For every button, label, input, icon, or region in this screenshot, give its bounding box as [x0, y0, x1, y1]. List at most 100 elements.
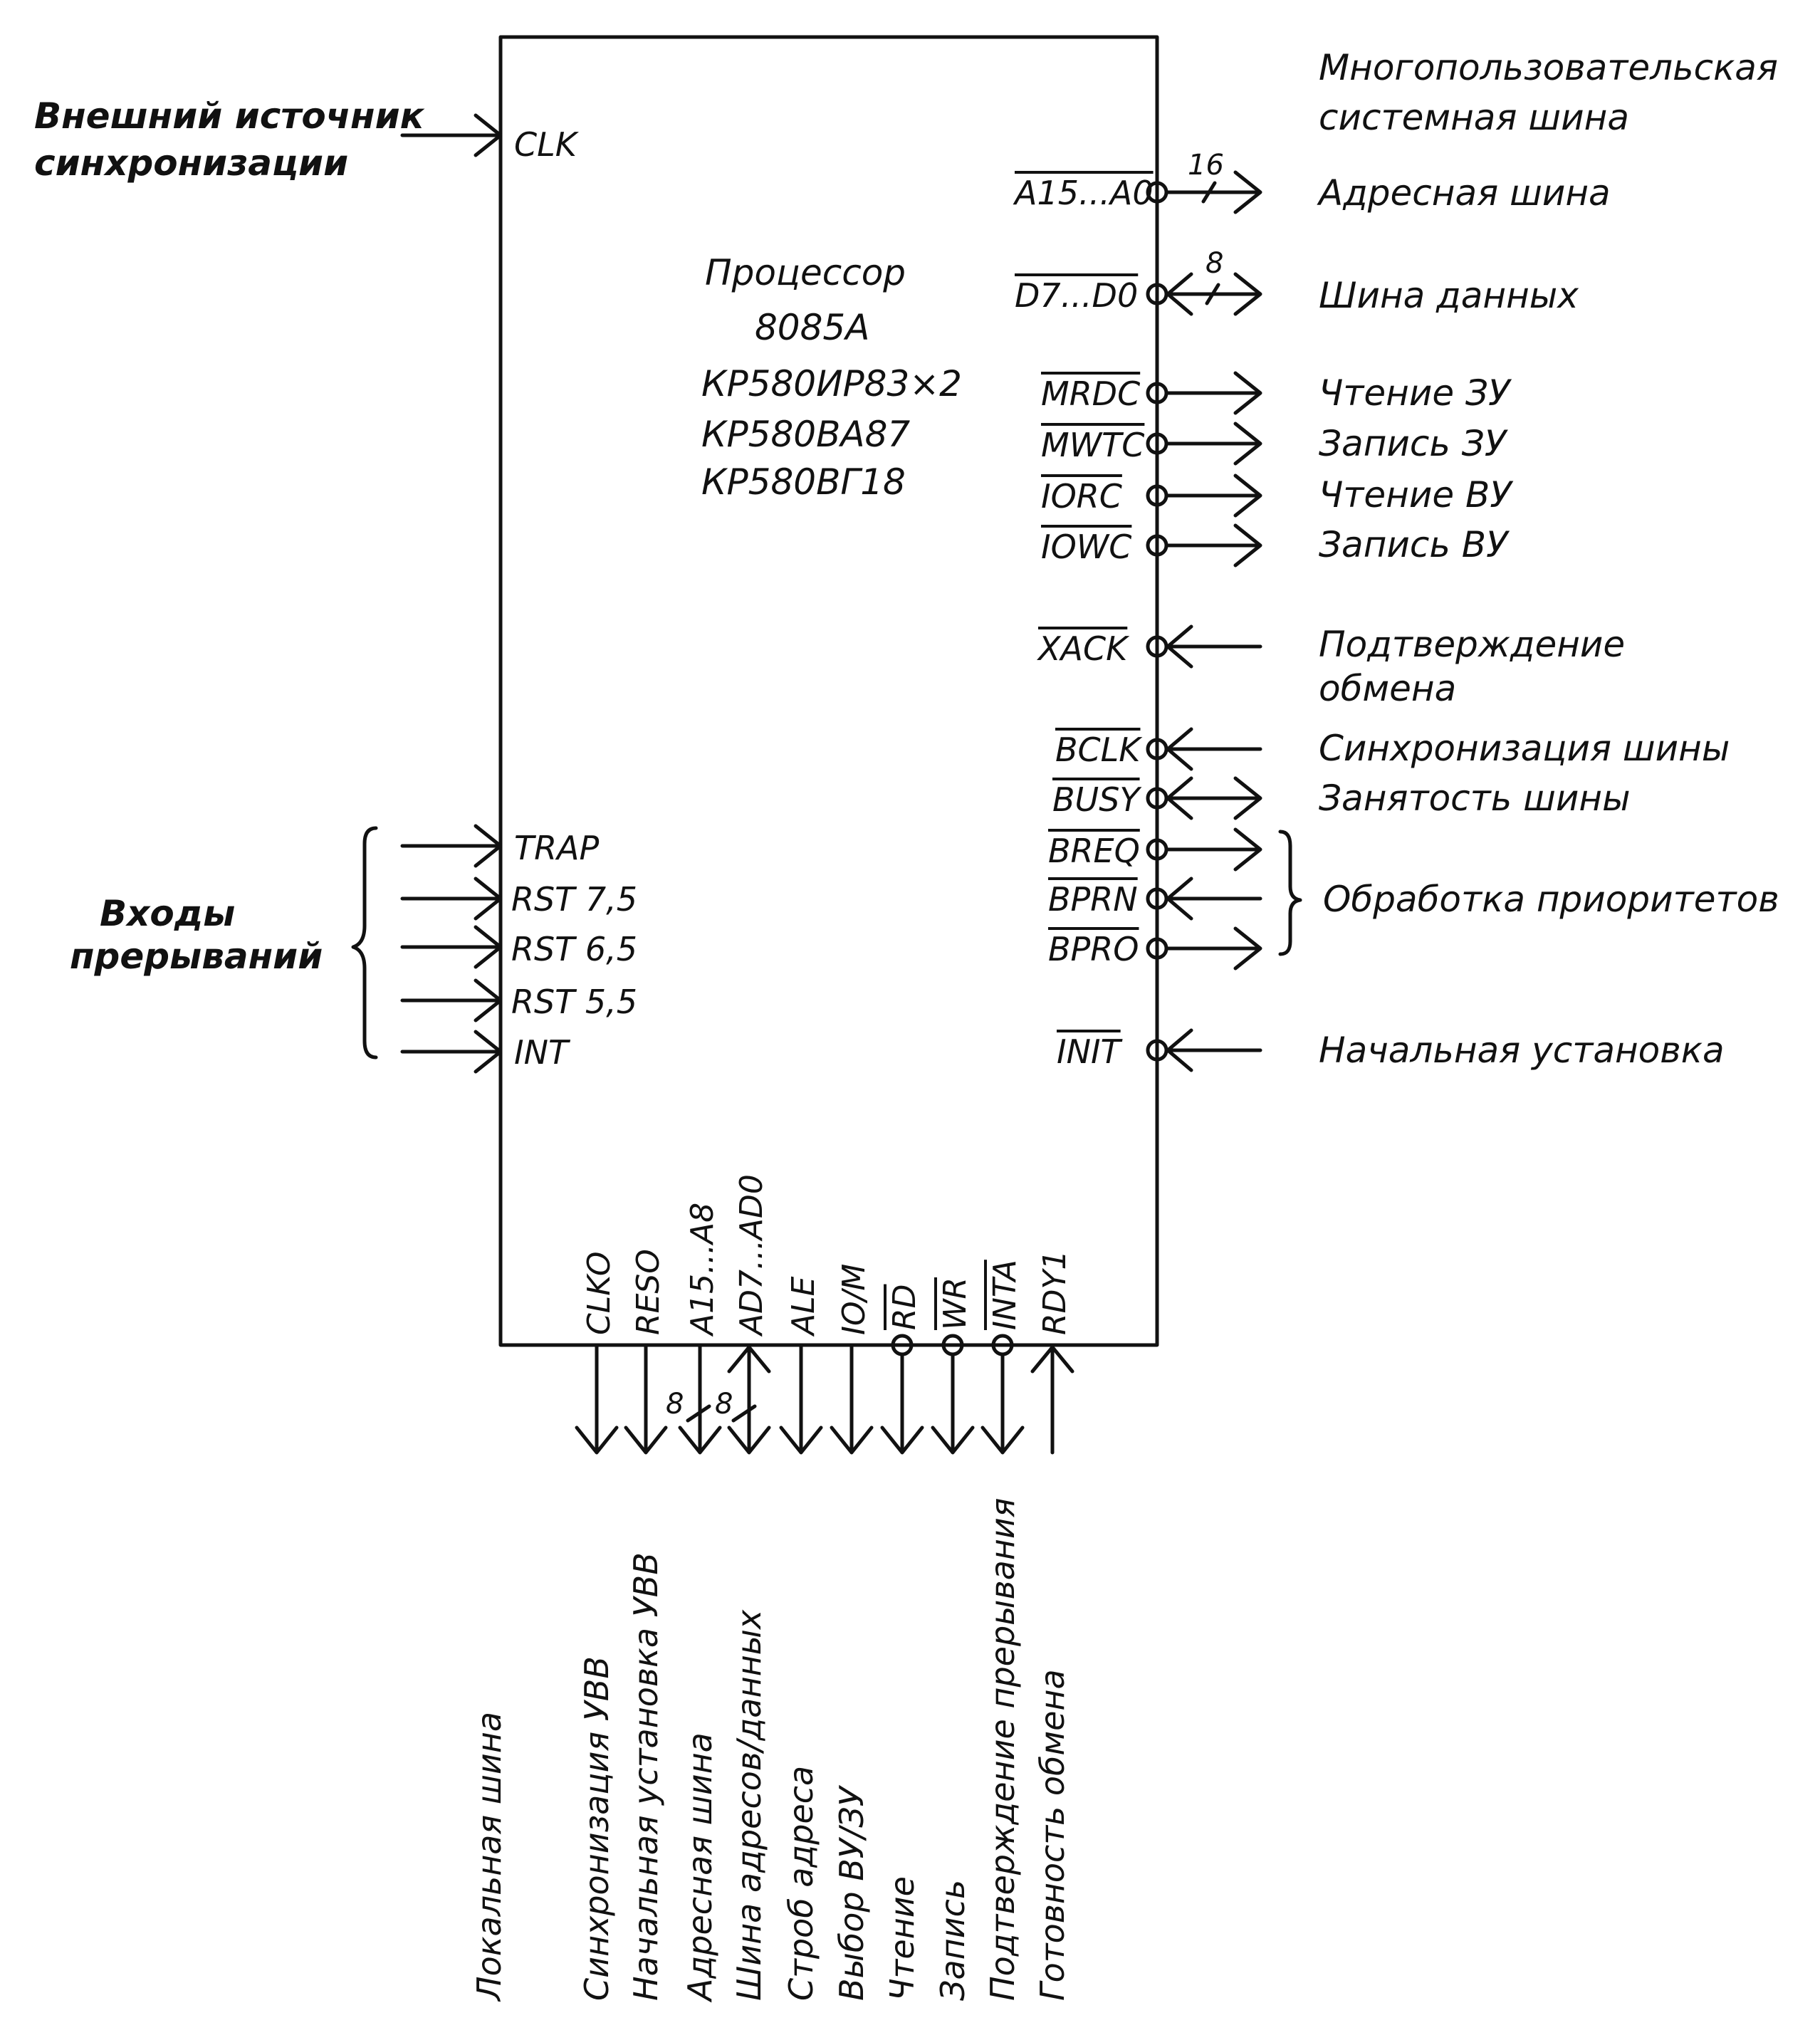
- address-bus-arrow: [1164, 170, 1262, 214]
- xack-label-2: обмена: [1319, 668, 1457, 709]
- breq-pin-label: BREQ: [1048, 832, 1140, 870]
- xack-label-1: Подтверждение: [1319, 624, 1626, 665]
- ale-label: Строб адреса: [782, 1765, 820, 2001]
- inta-pin-label: INTA: [987, 1260, 1023, 1330]
- int-arrow: [400, 1030, 503, 1074]
- iorc-label: Чтение ВУ: [1319, 474, 1512, 516]
- clko-pin-label: CLKO: [581, 1251, 617, 1335]
- processor-box: [498, 35, 1159, 1347]
- rst55-arrow: [400, 978, 503, 1022]
- bclk-pin-label: BCLK: [1055, 731, 1141, 769]
- inta-arrow: [980, 1352, 1025, 1455]
- mwtc-arrow: [1164, 422, 1262, 466]
- a15-a0-pin-label: A15...A0: [1015, 174, 1154, 212]
- io-m-pin-label: IO/M: [836, 1263, 872, 1335]
- a15-a8-arrow: [678, 1343, 722, 1455]
- clko-label: Синхронизация УВВ: [577, 1656, 616, 2001]
- iowc-label: Запись ВУ: [1319, 524, 1508, 565]
- data-width: 8: [1206, 247, 1224, 280]
- rdy1-pin-label: RDY1: [1037, 1250, 1073, 1335]
- reso-pin-label: RESO: [630, 1249, 666, 1335]
- io-m-arrow: [830, 1343, 874, 1455]
- rst65-pin-label: RST 6,5: [511, 930, 638, 968]
- clko-arrow: [575, 1343, 619, 1455]
- xack-pin-label: XACK: [1038, 629, 1128, 668]
- clk-pin-label: CLK: [514, 125, 577, 164]
- priority-label: Обработка приоритетов: [1323, 879, 1779, 920]
- processor-model: 8085A: [755, 307, 870, 348]
- priority-brace: [1278, 830, 1302, 956]
- local-bus-label: Локальная шина: [470, 1711, 508, 2001]
- d7-d0-pin-label: D7...D0: [1015, 276, 1139, 315]
- a15-a8-width: 8: [666, 1388, 684, 1421]
- ale-pin-label: ALE: [785, 1276, 822, 1335]
- reso-arrow: [624, 1343, 668, 1455]
- interrupts-label-1: Входы: [100, 893, 236, 934]
- ad7-ad0-arrow: [727, 1343, 771, 1455]
- rst65-arrow: [400, 925, 503, 969]
- bpro-arrow: [1164, 926, 1262, 971]
- mwtc-label: Запись ЗУ: [1319, 423, 1507, 464]
- clock-source-label-2: синхронизации: [34, 142, 349, 184]
- ale-arrow: [779, 1343, 823, 1455]
- iorc-pin-label: IORC: [1041, 477, 1122, 516]
- busy-label: Занятость шины: [1319, 778, 1631, 819]
- mrdc-pin-label: MRDC: [1041, 375, 1141, 413]
- ad7-ad0-pin-label: AD7...AD0: [733, 1174, 770, 1335]
- address-width: 16: [1188, 149, 1224, 182]
- bclk-label: Синхронизация шины: [1319, 728, 1730, 769]
- address-bus-label: Адресная шина: [1319, 172, 1611, 214]
- wr-pin-label: WR: [937, 1277, 973, 1330]
- rst75-arrow: [400, 877, 503, 921]
- rdy1-arrow: [1030, 1343, 1074, 1455]
- init-arrow: [1164, 1028, 1262, 1072]
- a15-a8-label: Адресная шина: [681, 1732, 719, 2001]
- rd-pin-label: RD: [887, 1284, 923, 1330]
- wr-label: Запись: [933, 1879, 972, 2001]
- mrdc-arrow: [1164, 371, 1262, 415]
- inta-label: Подтверждение прерывания: [983, 1497, 1022, 2001]
- data-bus-label: Шина данных: [1319, 275, 1579, 316]
- rd-arrow: [880, 1352, 924, 1455]
- breq-arrow: [1164, 827, 1262, 872]
- iowc-pin-label: IOWC: [1041, 528, 1132, 566]
- io-m-label: Выбор ВУ/ЗУ: [832, 1787, 871, 2001]
- trap-arrow: [400, 824, 503, 868]
- init-label: Начальная установка: [1319, 1030, 1725, 1071]
- bprn-pin-label: BPRN: [1048, 880, 1138, 919]
- processor-part-2: КР580ВА87: [701, 414, 911, 455]
- clock-source-label-1: Внешний источник: [34, 95, 424, 137]
- mwtc-pin-label: MWTC: [1041, 426, 1145, 464]
- xack-arrow: [1164, 624, 1262, 669]
- processor-part-1: КР580ИР83×2: [701, 363, 962, 404]
- trap-pin-label: TRAP: [514, 829, 600, 867]
- bclk-arrow: [1164, 727, 1262, 771]
- wr-arrow: [931, 1352, 975, 1455]
- bprn-arrow: [1164, 877, 1262, 921]
- reso-label: Начальная установка УВВ: [627, 1552, 665, 2001]
- interrupts-brace: [351, 826, 378, 1060]
- iowc-arrow: [1164, 523, 1262, 567]
- rst75-pin-label: RST 7,5: [511, 880, 638, 919]
- ad7-ad0-width: 8: [715, 1388, 733, 1421]
- a15-a8-pin-label: A15...A8: [684, 1202, 721, 1335]
- busy-pin-label: BUSY: [1052, 780, 1140, 819]
- system-bus-title-1: Многопользовательская: [1319, 47, 1778, 88]
- rst55-pin-label: RST 5,5: [511, 983, 638, 1021]
- processor-part-3: КР580ВГ18: [701, 461, 906, 503]
- init-pin-label: INIT: [1057, 1032, 1121, 1071]
- rdy1-label: Готовность обмена: [1033, 1669, 1072, 2001]
- iorc-arrow: [1164, 474, 1262, 518]
- data-bus-arrow: [1164, 272, 1262, 316]
- processor-title: Процессор: [705, 252, 906, 293]
- system-bus-title-2: системная шина: [1319, 97, 1629, 138]
- busy-arrow: [1164, 776, 1262, 820]
- int-pin-label: INT: [514, 1033, 569, 1072]
- bpro-pin-label: BPRO: [1048, 930, 1139, 968]
- ad7-ad0-label: Шина адресов/данных: [730, 1609, 768, 2001]
- mrdc-label: Чтение ЗУ: [1319, 372, 1510, 414]
- clk-arrow: [400, 113, 503, 157]
- rd-label: Чтение: [883, 1876, 921, 2001]
